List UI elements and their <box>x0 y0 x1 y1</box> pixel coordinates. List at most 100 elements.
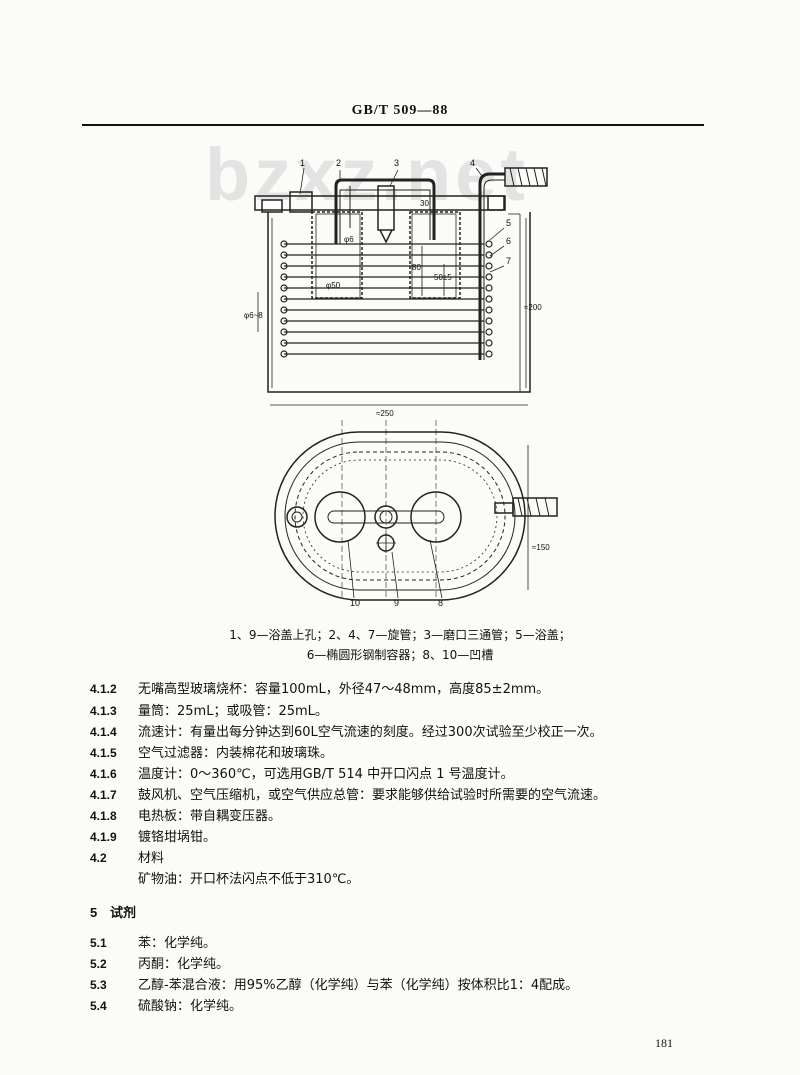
clause-4-1-7: 4.1.7 鼓风机、空气压缩机，或空气供应总管：要求能够供给试验时所需要的空气流速… <box>90 784 606 803</box>
coil-end-left <box>280 251 288 259</box>
coil-end-left <box>280 317 288 325</box>
coil-end-right <box>485 262 493 270</box>
clause-number: 4.1.4 <box>90 725 117 739</box>
clause-number: 4.1.3 <box>90 704 117 718</box>
elevation-view <box>254 167 548 406</box>
label-9: 9 <box>394 598 399 608</box>
label-4: 4 <box>470 158 475 168</box>
clause-4-1-3: 4.1.3 量筒：25mL；或吸管：25mL。 <box>90 700 328 719</box>
label-8: 8 <box>438 598 443 608</box>
clause-text: 电热板：带自耦变压器。 <box>138 809 282 824</box>
plan-view <box>274 167 558 601</box>
coil-end-right <box>485 317 493 325</box>
clause-4-1-9: 4.1.9 镀铬坩埚钳。 <box>90 826 216 845</box>
clause-4-2: 4.2 材料 <box>90 847 164 866</box>
section-title: 试剂 <box>110 906 137 921</box>
lid-hole <box>289 191 313 213</box>
clause-number: 5.4 <box>90 999 107 1013</box>
coil-end-left <box>280 306 288 314</box>
clause-number: 4.2 <box>90 851 107 865</box>
clause-text: 材料 <box>138 851 165 866</box>
clause-text: 苯：化学纯。 <box>138 936 217 951</box>
clause-4-1-4: 4.1.4 流速计：有量出每分钟达到60L空气流速的刻度。经过300次试验至少校正… <box>90 721 603 740</box>
clause-number: 4.1.2 <box>90 682 117 696</box>
dim-80: 80 <box>412 263 421 272</box>
clause-text: 量筒：25mL；或吸管：25mL。 <box>138 704 328 719</box>
plan-hose-barb <box>512 497 558 517</box>
label-1: 1 <box>300 158 305 168</box>
clause-text: 鼓风机、空气压缩机，或空气供应总管：要求能够供给试验时所需要的空气流速。 <box>138 788 607 803</box>
coil-end-left <box>280 284 288 292</box>
page-number: 181 <box>655 1036 673 1050</box>
coil-end-right <box>485 240 493 248</box>
steel-container <box>267 212 531 393</box>
coil-end-left <box>280 328 288 336</box>
label-6: 6 <box>506 236 511 246</box>
label-2: 2 <box>336 158 341 168</box>
dim-phi6to8: φ6~8 <box>244 311 263 320</box>
ground-joint <box>377 185 395 231</box>
coil-end-left <box>280 240 288 248</box>
coil-end-right <box>485 350 493 358</box>
dim-phi6: φ6 <box>344 235 354 244</box>
clause-text: 温度计：0～360℃，可选用GB/T 514 中开口闪点 1 号温度计。 <box>138 767 514 782</box>
coil-end-left <box>280 262 288 270</box>
clause-number: 4.1.5 <box>90 746 117 760</box>
figure-caption-line1: 1、9—浴盖上孔；2、4、7—旋管；3—磨口三通管；5—浴盖； <box>229 628 571 642</box>
clause-number: 4.1.7 <box>90 788 117 802</box>
section-number: 5 <box>90 905 98 920</box>
header-rule <box>82 124 704 126</box>
coil-end-right <box>485 328 493 336</box>
coil-end-left <box>280 273 288 281</box>
coil-end-right <box>485 273 493 281</box>
coil-end-right <box>485 284 493 292</box>
dim-200: ≈200 <box>524 303 542 312</box>
dim-150: ≈150 <box>532 543 550 552</box>
coil-tube-inlet <box>478 172 505 360</box>
section-5-heading: 5 试剂 <box>90 902 136 921</box>
page-header: GB/T 509—88 <box>351 103 449 118</box>
dim-30: 30 <box>420 199 429 208</box>
hose-barb <box>504 167 548 187</box>
lid-hole-10 <box>314 491 366 543</box>
clause-4-1-5: 4.1.5 空气过滤器：内装棉花和玻璃珠。 <box>90 742 333 761</box>
coil-end-right <box>485 295 493 303</box>
coil-end-right <box>485 339 493 347</box>
clause-text: 丙酮：化学纯。 <box>138 957 230 972</box>
label-7: 7 <box>506 256 511 266</box>
clause-5-4: 5.4 硫酸钠：化学纯。 <box>90 995 242 1014</box>
clause-4-1-2: 4.1.2 无嘴高型玻璃烧杯：容量100mL，外径47～48mm，高度85±2mm… <box>90 678 549 697</box>
bath-outline-inner <box>284 441 516 591</box>
clause-number: 5.2 <box>90 957 107 971</box>
dim-250: ≈250 <box>376 409 394 418</box>
clause-number: 5.3 <box>90 978 107 992</box>
clause-4-1-6: 4.1.6 温度计：0～360℃，可选用GB/T 514 中开口闪点 1 号温度计… <box>90 763 514 782</box>
clause-number: 4.1.9 <box>90 830 117 844</box>
coil-end-left <box>280 350 288 358</box>
clause-text: 乙醇-苯混合液：用95%乙醇（化学纯）与苯（化学纯）按体积比1：4配成。 <box>138 978 579 993</box>
clause-text: 镀铬坩埚钳。 <box>138 830 217 845</box>
figure-caption-line2: 6—椭圆形钢制容器；8、10—凹槽 <box>306 648 494 662</box>
materials-text: 矿物油：开口杯法闪点不低于310℃。 <box>138 872 360 887</box>
clause-text: 硫酸钠：化学纯。 <box>138 999 243 1014</box>
three-way-tube <box>334 178 436 244</box>
bath-lid <box>254 195 506 211</box>
label-3: 3 <box>394 158 399 168</box>
lid-hole-8 <box>410 491 462 543</box>
coil-rows <box>280 240 493 358</box>
clause-text: 无嘴高型玻璃烧杯：容量100mL，外径47～48mm，高度85±2mm。 <box>138 682 550 697</box>
figure-labels: 1 2 3 4 5 6 7 8 9 10 30 φ6 φ50 80 50±5 φ… <box>244 158 550 608</box>
lid-hole-1 <box>286 506 308 528</box>
label-10: 10 <box>350 598 360 608</box>
clause-text: 空气过滤器：内装棉花和玻璃珠。 <box>138 746 334 761</box>
label-5: 5 <box>506 218 511 228</box>
clause-text: 流速计：有量出每分钟达到60L空气流速的刻度。经过300次试验至少校正一次。 <box>138 725 603 740</box>
apparatus-figure: 1 2 3 4 5 6 7 8 9 10 30 φ6 φ50 80 50±5 φ… <box>244 158 558 608</box>
watermark: bzxz.net <box>205 133 529 216</box>
clause-5-2: 5.2 丙酮：化学纯。 <box>90 953 229 972</box>
dim-50pm5: 50±5 <box>434 273 452 282</box>
clause-number: 4.1.6 <box>90 767 117 781</box>
coil-end-right <box>485 306 493 314</box>
